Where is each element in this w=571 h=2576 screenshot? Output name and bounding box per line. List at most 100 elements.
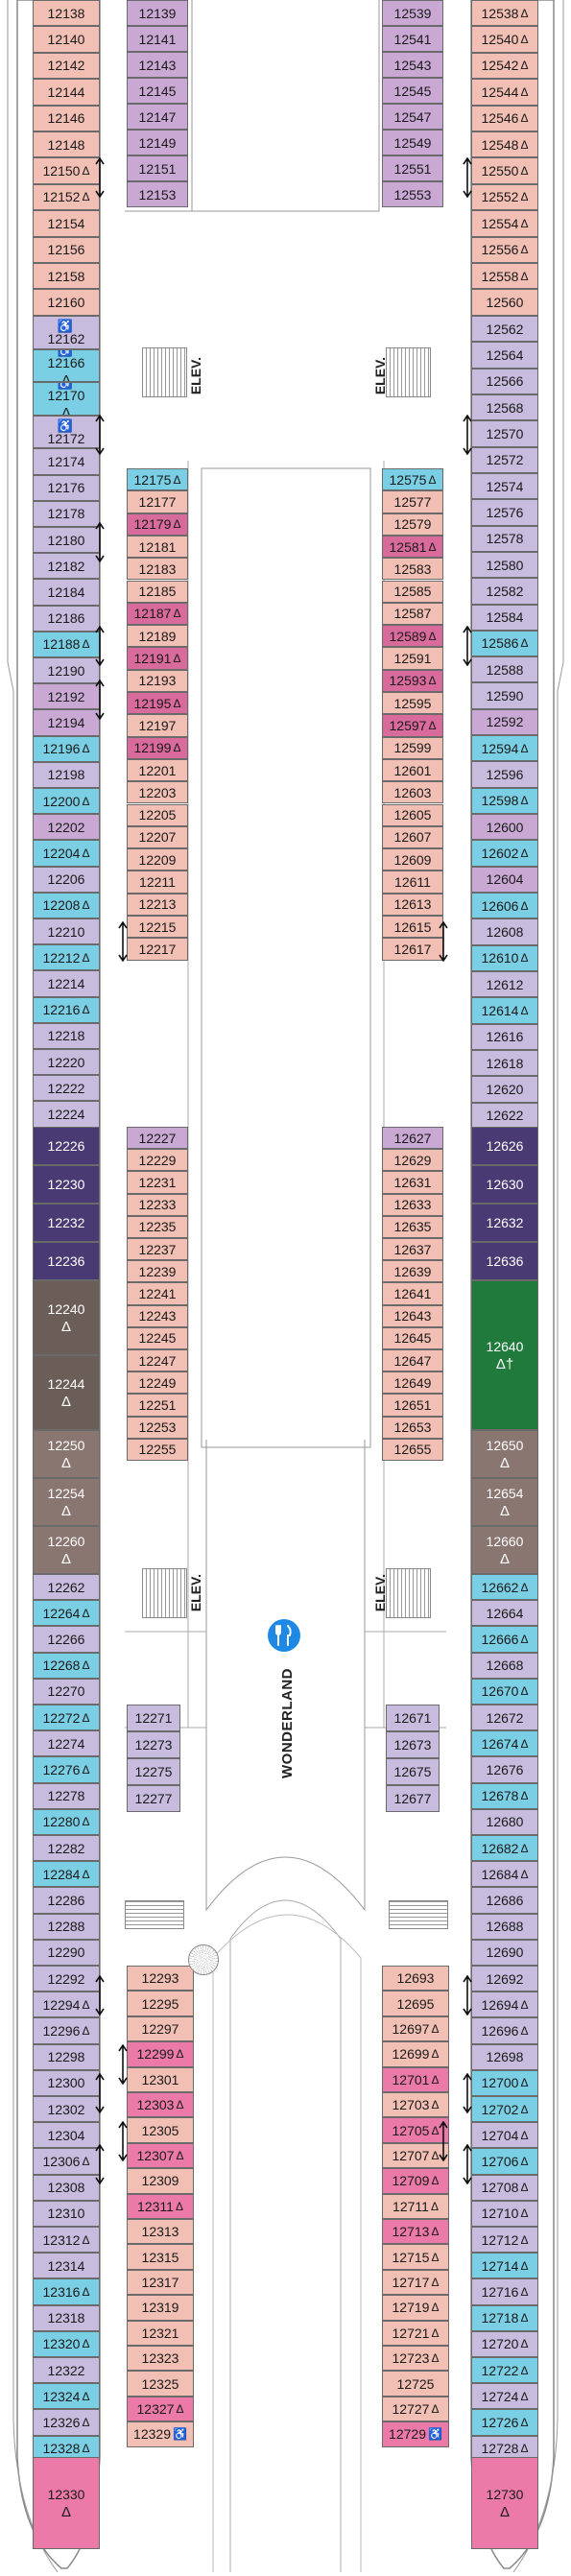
cabin-12627[interactable]: 12627: [382, 1127, 443, 1150]
cabin-12249[interactable]: 12249: [127, 1371, 188, 1395]
cabin-12233[interactable]: 12233: [127, 1193, 188, 1216]
cabin-12688[interactable]: 12688: [471, 1913, 538, 1940]
cabin-12243[interactable]: 12243: [127, 1304, 188, 1327]
cabin-12647[interactable]: 12647: [382, 1349, 443, 1372]
cabin-12672[interactable]: 12672: [471, 1705, 538, 1731]
cabin-12588[interactable]: 12588: [471, 656, 538, 683]
cabin-12189[interactable]: 12189: [127, 625, 188, 648]
cabin-12275[interactable]: 12275: [127, 1758, 180, 1785]
cabin-12620[interactable]: 12620: [471, 1076, 538, 1103]
cabin-12247[interactable]: 12247: [127, 1349, 188, 1372]
cabin-12146[interactable]: 12146: [33, 105, 100, 131]
cabin-12676[interactable]: 12676: [471, 1756, 538, 1783]
cabin-12582[interactable]: 12582: [471, 578, 538, 605]
cabin-12305[interactable]: 12305: [127, 2117, 194, 2143]
cabin-12643[interactable]: 12643: [382, 1304, 443, 1327]
cabin-12641[interactable]: 12641: [382, 1282, 443, 1305]
cabin-12278[interactable]: 12278: [33, 1782, 100, 1809]
cabin-12309[interactable]: 12309: [127, 2168, 194, 2194]
cabin-12139[interactable]: 12139: [127, 0, 188, 26]
cabin-12314[interactable]: 12314: [33, 2253, 100, 2279]
cabin-12158[interactable]: 12158: [33, 263, 100, 290]
cabin-12613[interactable]: 12613: [382, 893, 443, 916]
cabin-12622[interactable]: 12622: [471, 1102, 538, 1129]
cabin-12266[interactable]: 12266: [33, 1626, 100, 1653]
cabin-12301[interactable]: 12301: [127, 2066, 194, 2092]
cabin-12616[interactable]: 12616: [471, 1023, 538, 1050]
cabin-12160[interactable]: 12160: [33, 289, 100, 316]
cabin-12180[interactable]: 12180: [33, 527, 100, 554]
cabin-12270[interactable]: 12270: [33, 1678, 100, 1705]
cabin-12596[interactable]: 12596: [471, 761, 538, 788]
cabin-12193[interactable]: 12193: [127, 669, 188, 692]
cabin-12274[interactable]: 12274: [33, 1730, 100, 1757]
cabin-12599[interactable]: 12599: [382, 736, 443, 759]
cabin-12207[interactable]: 12207: [127, 825, 188, 849]
cabin-12222[interactable]: 12222: [33, 1075, 100, 1102]
cabin-12553[interactable]: 12553: [382, 181, 443, 207]
cabin-12653[interactable]: 12653: [382, 1416, 443, 1439]
cabin-12630[interactable]: 12630: [471, 1165, 538, 1204]
cabin-12675[interactable]: 12675: [386, 1758, 440, 1785]
cabin-12162[interactable]: ♿12162: [33, 316, 100, 349]
cabin-12302[interactable]: 12302: [33, 2096, 100, 2123]
cabin-12218[interactable]: 12218: [33, 1022, 100, 1049]
cabin-12153[interactable]: 12153: [127, 181, 188, 207]
cabin-12232[interactable]: 12232: [33, 1204, 100, 1242]
cabin-12574[interactable]: 12574: [471, 472, 538, 500]
cabin-12580[interactable]: 12580: [471, 551, 538, 579]
cabin-12141[interactable]: 12141: [127, 26, 188, 52]
cabin-12562[interactable]: 12562: [471, 316, 538, 343]
cabin-12637[interactable]: 12637: [382, 1238, 443, 1261]
cabin-12206[interactable]: 12206: [33, 866, 100, 893]
cabin-12295[interactable]: 12295: [127, 1991, 194, 2016]
cabin-12618[interactable]: 12618: [471, 1049, 538, 1077]
cabin-12227[interactable]: 12227: [127, 1127, 188, 1150]
cabin-12182[interactable]: 12182: [33, 553, 100, 580]
cabin-12149[interactable]: 12149: [127, 130, 188, 155]
cabin-12197[interactable]: 12197: [127, 714, 188, 737]
cabin-12288[interactable]: 12288: [33, 1913, 100, 1940]
cabin-12576[interactable]: 12576: [471, 499, 538, 526]
cabin-12695[interactable]: 12695: [382, 1991, 449, 2016]
cabin-12539[interactable]: 12539: [382, 0, 443, 26]
cabin-12190[interactable]: 12190: [33, 657, 100, 684]
cabin-12693[interactable]: 12693: [382, 1966, 449, 1992]
cabin-12603[interactable]: 12603: [382, 781, 443, 804]
cabin-12671[interactable]: 12671: [386, 1705, 440, 1731]
cabin-12174[interactable]: 12174: [33, 448, 100, 475]
cabin-12605[interactable]: 12605: [382, 803, 443, 826]
cabin-12297[interactable]: 12297: [127, 2015, 194, 2042]
cabin-12633[interactable]: 12633: [382, 1193, 443, 1216]
cabin-12229[interactable]: 12229: [127, 1149, 188, 1172]
cabin-12615[interactable]: 12615: [382, 916, 443, 939]
cabin-12214[interactable]: 12214: [33, 970, 100, 997]
